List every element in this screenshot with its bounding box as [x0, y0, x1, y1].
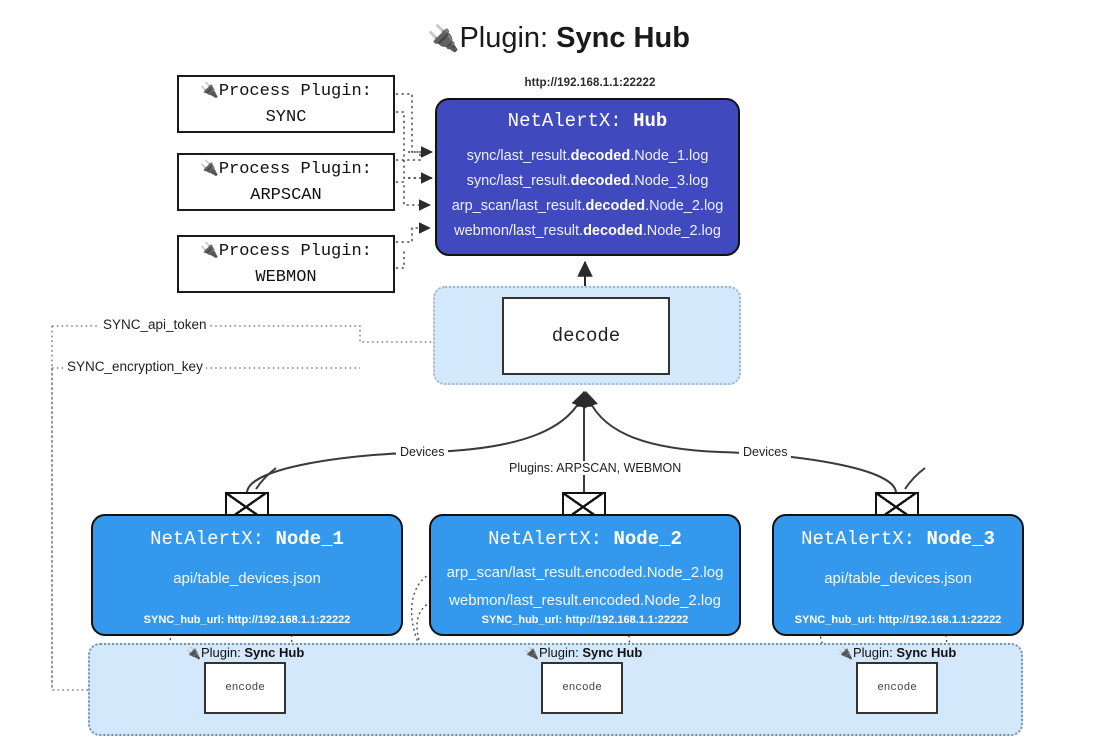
- hub-node[interactable]: NetAlertX: Hub sync/last_result.decoded.…: [435, 98, 740, 256]
- title-name: Sync Hub: [556, 22, 690, 54]
- setting-api-token: SYNC_api_token: [100, 317, 210, 332]
- hub-log-row: sync/last_result.decoded.Node_3.log: [466, 173, 709, 189]
- node-2[interactable]: NetAlertX: Node_2 arp_scan/last_result.e…: [429, 514, 741, 636]
- process-plugin-label: Process Plugin:: [218, 82, 372, 101]
- edge-label-devices-right: Devices: [739, 445, 792, 459]
- node-3[interactable]: NetAlertX: Node_3 api/table_devices.json…: [772, 514, 1024, 636]
- process-plugin-label: Process Plugin:: [218, 242, 372, 261]
- node-title: NetAlertX: Node_2: [488, 528, 682, 550]
- hub-name: Hub: [633, 110, 668, 132]
- encoder-plugin-label: 🔌Plugin: Sync Hub: [524, 645, 643, 660]
- title-prefix: Plugin:: [459, 22, 549, 54]
- hub-title: NetAlertX: Hub: [437, 110, 738, 132]
- encoder-plugin-label: 🔌Plugin: Sync Hub: [186, 645, 305, 660]
- node-title: NetAlertX: Node_1: [150, 528, 344, 550]
- process-plugin-name: ARPSCAN: [250, 186, 322, 205]
- process-plugin-name: SYNC: [265, 108, 307, 127]
- encode-box-node-2[interactable]: encode: [541, 662, 623, 714]
- node-name: Node_3: [926, 528, 995, 550]
- encode-box-node-3[interactable]: encode: [856, 662, 938, 714]
- hub-log-row: sync/last_result.decoded.Node_1.log: [466, 148, 709, 164]
- hub-url-label: http://192.168.1.1:22222: [524, 77, 656, 89]
- process-plugin-name: WEBMON: [255, 268, 317, 287]
- electric-plug-icon: 🔌: [200, 159, 219, 177]
- electric-plug-icon: 🔌: [838, 646, 853, 660]
- node-name: Node_2: [613, 528, 682, 550]
- setting-encryption-key: SYNC_encryption_key: [64, 359, 206, 374]
- decode-box[interactable]: decode: [502, 297, 670, 375]
- node-row: api/table_devices.json: [173, 570, 321, 587]
- electric-plug-icon: 🔌: [524, 646, 539, 660]
- node-title: NetAlertX: Node_3: [801, 528, 995, 550]
- process-plugin-webmon[interactable]: 🔌Process Plugin: WEBMON: [177, 235, 395, 293]
- node-hub-url: SYNC_hub_url: http://192.168.1.1:22222: [794, 614, 1002, 626]
- edge-label-plugins-center: Plugins: ARPSCAN, WEBMON: [505, 461, 686, 475]
- electric-plug-icon: 🔌: [427, 23, 460, 53]
- process-plugin-sync[interactable]: 🔌Process Plugin: SYNC: [177, 75, 395, 133]
- edge-label-devices-left: Devices: [396, 445, 449, 459]
- hub-log-row: webmon/last_result.decoded.Node_2.log: [454, 223, 721, 239]
- node-row: webmon/last_result.encoded.Node_2.log: [449, 592, 721, 609]
- encoder-plugin-label: 🔌Plugin: Sync Hub: [838, 645, 957, 660]
- node-name: Node_1: [275, 528, 344, 550]
- node-hub-url: SYNC_hub_url: http://192.168.1.1:22222: [143, 614, 351, 626]
- page-title: 🔌Plugin: Sync Hub: [0, 16, 1117, 60]
- electric-plug-icon: 🔌: [200, 81, 219, 99]
- encode-box-node-1[interactable]: encode: [204, 662, 286, 714]
- hub-log-row: arp_scan/last_result.decoded.Node_2.log: [451, 198, 724, 214]
- node-row: arp_scan/last_result.encoded.Node_2.log: [446, 564, 724, 581]
- node-hub-url: SYNC_hub_url: http://192.168.1.1:22222: [481, 614, 689, 626]
- hub-prefix: NetAlertX:: [507, 110, 622, 132]
- process-plugin-arpscan[interactable]: 🔌Process Plugin: ARPSCAN: [177, 153, 395, 211]
- node-1[interactable]: NetAlertX: Node_1 api/table_devices.json…: [91, 514, 403, 636]
- electric-plug-icon: 🔌: [186, 646, 201, 660]
- process-plugin-label: Process Plugin:: [218, 160, 372, 179]
- node-row: api/table_devices.json: [824, 570, 972, 587]
- electric-plug-icon: 🔌: [200, 241, 219, 259]
